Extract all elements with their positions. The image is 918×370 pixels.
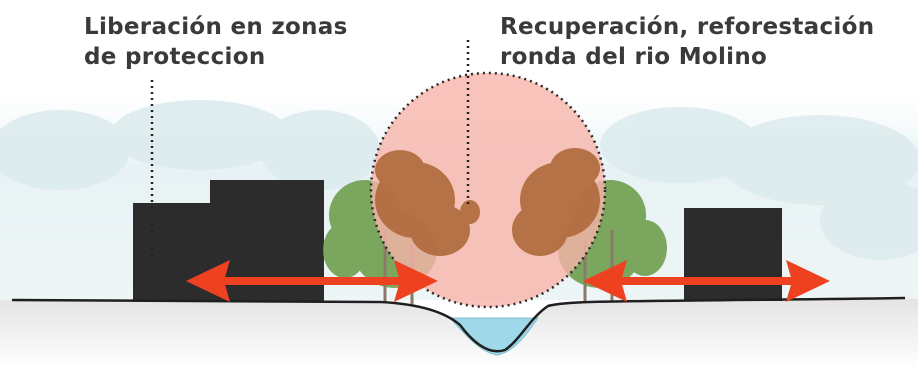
right-building xyxy=(684,208,782,301)
annotation-liberacion: Liberación en zonas de proteccion xyxy=(84,12,348,72)
riparian-trees-brown xyxy=(375,148,600,256)
ground-mass xyxy=(0,299,918,370)
background-foliage xyxy=(0,100,918,260)
annotation-liberacion-line2: de proteccion xyxy=(84,44,266,70)
ground-line xyxy=(11,296,906,353)
annotation-recuperacion-line2: ronda del rio Molino xyxy=(500,44,768,70)
arrow-right-double xyxy=(583,260,830,302)
annotation-recuperacion: Recuperación, reforestación ronda del ri… xyxy=(500,12,874,72)
arrow-left-double xyxy=(186,260,438,302)
annotation-recuperacion-line1: Recuperación, reforestación xyxy=(500,14,875,40)
annotation-liberacion-line1: Liberación en zonas xyxy=(84,14,348,40)
river-molino xyxy=(448,317,539,356)
